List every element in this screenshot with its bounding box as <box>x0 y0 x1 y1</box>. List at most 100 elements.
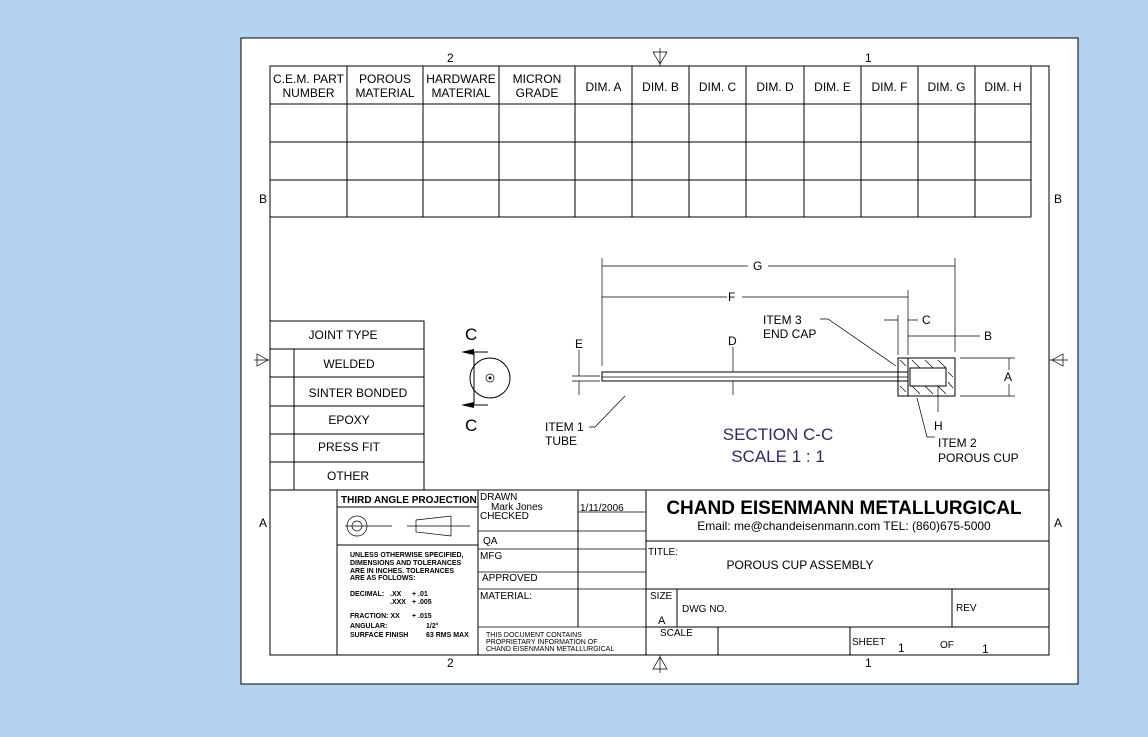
item1-name: TUBE <box>545 434 577 448</box>
dim-e-label: E <box>575 337 583 351</box>
joint-option-welded: WELDED <box>323 357 375 371</box>
table-cell[interactable] <box>747 143 803 179</box>
item3-label: ITEM 3 <box>763 313 802 327</box>
dim-h-label: H <box>934 419 943 433</box>
table-cell[interactable] <box>805 181 860 216</box>
tolerance-note-3: ARE IN INCHES. TOLERANCES <box>350 568 454 575</box>
table-cell[interactable] <box>500 105 574 141</box>
company-name: CHAND EISENMANN METALLURGICAL <box>666 498 1022 519</box>
table-cell[interactable] <box>690 105 745 141</box>
table-cell[interactable] <box>271 105 346 141</box>
table-cell[interactable] <box>919 143 974 179</box>
table-header-cell: DIM. C <box>699 80 737 94</box>
dim-g-label: G <box>753 259 762 273</box>
table-cell[interactable] <box>424 143 498 179</box>
table-cell[interactable] <box>500 143 574 179</box>
joint-option-sinter-bonded: SINTER BONDED <box>309 386 408 400</box>
table-cell[interactable] <box>633 105 688 141</box>
joint-type-title: JOINT TYPE <box>309 328 378 342</box>
table-cell[interactable] <box>424 105 498 141</box>
table-cell[interactable] <box>747 181 803 216</box>
table-header-cell: POROUS <box>359 72 411 86</box>
zone-bottom-1: 1 <box>865 656 872 670</box>
company-contact: Email: me@chandeisenmann.com TEL: (860)6… <box>697 519 991 533</box>
center-mark-left-icon <box>254 353 270 367</box>
table-cell[interactable] <box>271 143 346 179</box>
joint-option-press-fit: PRESS FIT <box>318 440 381 454</box>
dim-f-label: F <box>728 290 735 304</box>
table-cell[interactable] <box>747 105 803 141</box>
table-cell[interactable] <box>576 143 631 179</box>
table-cell[interactable] <box>576 181 631 216</box>
table-cell[interactable] <box>633 181 688 216</box>
drawn-label: DRAWN <box>480 492 517 503</box>
joint-option-other: OTHER <box>327 469 369 483</box>
section-c-c-drawing: G F C B A E D H ITEM 3 END CAP ITEM 1 TU… <box>545 258 1019 466</box>
table-cell[interactable] <box>576 105 631 141</box>
table-header-cell: GRADE <box>516 86 559 100</box>
table-cell[interactable] <box>976 181 1030 216</box>
table-cell[interactable] <box>805 143 860 179</box>
paper <box>240 37 1079 685</box>
dwg-no-label: DWG NO. <box>682 604 727 615</box>
joint-type-table: JOINT TYPE WELDED SINTER BONDED EPOXY PR… <box>269 320 425 491</box>
drawn-date: 1/11/2006 <box>580 503 624 514</box>
table-cell[interactable] <box>690 181 745 216</box>
checked-label: CHECKED <box>480 511 529 522</box>
section-label-top: C <box>465 325 477 344</box>
decimal-xx: .XX <box>390 591 402 598</box>
zone-left-a: A <box>259 516 267 530</box>
proprietary-1: THIS DOCUMENT CONTAINS <box>486 632 582 639</box>
zone-bottom-2: 2 <box>447 656 454 670</box>
title-label: TITLE: <box>648 547 678 558</box>
mfg-label: MFG <box>480 551 502 562</box>
center-mark-top-icon <box>652 48 668 66</box>
zone-right-b: B <box>1054 192 1062 206</box>
table-cell[interactable] <box>919 105 974 141</box>
table-header-cell: MATERIAL <box>431 86 490 100</box>
tolerance-note-1: UNLESS OTHERWISE SPECIFIED, <box>350 552 463 559</box>
table-cell[interactable] <box>976 143 1030 179</box>
decimal-label: DECIMAL: <box>350 591 384 598</box>
table-cell[interactable] <box>862 105 917 141</box>
zone-markers: 2 1 2 1 B B A A <box>254 48 1068 673</box>
table-cell[interactable] <box>862 143 917 179</box>
approved-label: APPROVED <box>482 573 538 584</box>
dim-a-label: A <box>1004 370 1012 384</box>
dim-b-label: B <box>984 329 992 343</box>
table-cell[interactable] <box>805 105 860 141</box>
table-header-cell: DIM. H <box>984 80 1021 94</box>
zone-right-a: A <box>1054 516 1062 530</box>
table-cell[interactable] <box>976 105 1030 141</box>
size-label: SIZE <box>650 591 673 602</box>
table-cell[interactable] <box>690 143 745 179</box>
table-cell[interactable] <box>348 181 422 216</box>
proprietary-3: CHAND EISENMANN METALLURGICAL <box>486 646 614 653</box>
table-header-cell: MATERIAL <box>355 86 414 100</box>
table-cell[interactable] <box>862 181 917 216</box>
decimal-xxx: .XXX <box>390 599 406 606</box>
sheet-total: 1 <box>982 642 989 656</box>
table-header-cell: DIM. F <box>872 80 908 94</box>
end-view: C C <box>461 325 511 435</box>
table-header-cell: DIM. G <box>928 80 966 94</box>
table-cell[interactable] <box>348 105 422 141</box>
tolerance-note-4: ARE AS FOLLOWS: <box>350 575 415 582</box>
table-cell[interactable] <box>633 143 688 179</box>
sheet-label: SHEET <box>852 637 885 648</box>
table-cell[interactable] <box>500 181 574 216</box>
table-header-cell: DIM. B <box>642 80 679 94</box>
table-cell[interactable] <box>424 181 498 216</box>
table-header-cell: DIM. D <box>756 80 794 94</box>
item2-label: ITEM 2 <box>938 436 977 450</box>
of-label: OF <box>940 640 954 651</box>
size-value: A <box>658 615 666 627</box>
angular-tol: 1/2° <box>426 622 439 630</box>
table-cell[interactable] <box>919 181 974 216</box>
table-cell[interactable] <box>348 143 422 179</box>
dim-d-label: D <box>728 334 737 348</box>
material-label: MATERIAL: <box>480 591 532 602</box>
table-header-cell: NUMBER <box>282 86 334 100</box>
table-cell[interactable] <box>271 181 346 216</box>
